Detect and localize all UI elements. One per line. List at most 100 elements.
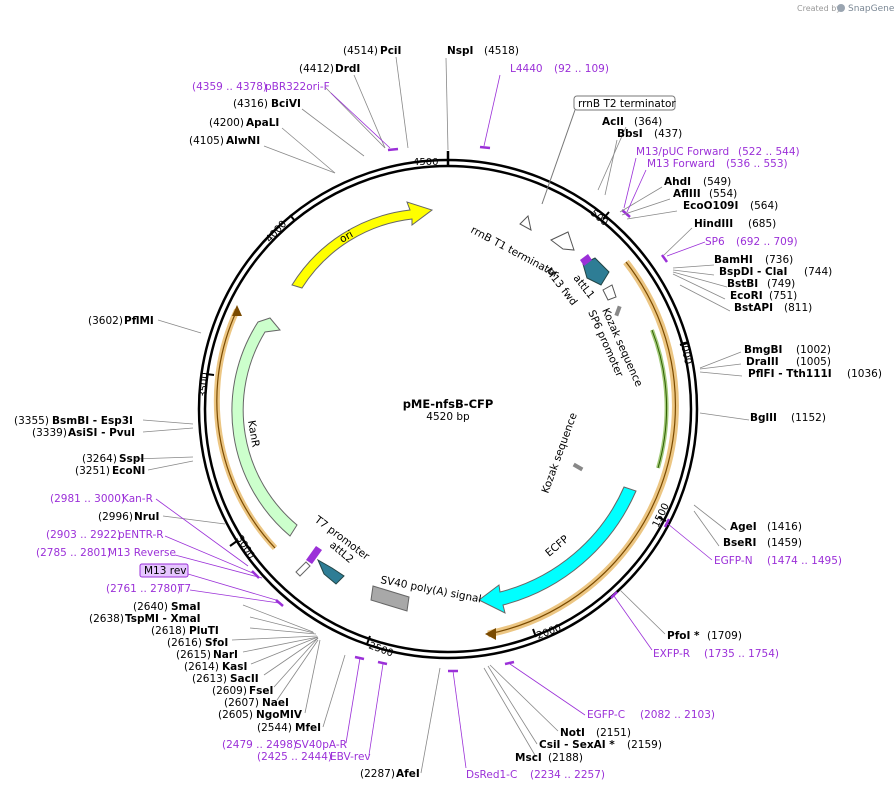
- primer-dsred1c[interactable]: DsRed1-C: [466, 769, 517, 781]
- enzyme-eco0109i[interactable]: EcoO109I: [683, 200, 738, 212]
- enzyme-noti[interactable]: NotI: [560, 727, 585, 739]
- enzyme-sacii-pos: (2613): [192, 673, 227, 685]
- enzyme-sspi-pos: (3264): [82, 453, 117, 465]
- enzyme-pluti-pos: (2618): [151, 625, 186, 637]
- enzyme-smai[interactable]: SmaI: [171, 601, 201, 613]
- tick-4000: 4000: [264, 219, 289, 245]
- position-ticks: [205, 151, 689, 645]
- enzyme-alwni[interactable]: AlwNI: [226, 135, 260, 147]
- enzyme-bsmbi[interactable]: BsmBI - Esp3I: [52, 415, 133, 427]
- kanr-orf-line: [216, 309, 276, 549]
- enzyme-agei[interactable]: AgeI: [730, 521, 757, 533]
- primer-m13puc[interactable]: M13/pUC Forward: [636, 146, 729, 158]
- enzyme-sfoi[interactable]: SfoI: [205, 637, 228, 649]
- primer-m13rev-highlight: [139, 563, 189, 578]
- enzyme-tspmi[interactable]: TspMI - XmaI: [125, 613, 201, 625]
- enzyme-bamhi-pos: (736): [765, 254, 793, 266]
- primer-kanr[interactable]: Kan-R: [122, 493, 153, 505]
- kanr-orf-arrow-icon: [232, 305, 242, 316]
- primer-m13reverse[interactable]: M13 Reverse: [108, 547, 176, 559]
- primer-egfpn[interactable]: EGFP-N: [714, 555, 753, 567]
- primer-pentrr[interactable]: pENTR-R: [118, 529, 164, 541]
- primer-exfpr-range: (1735 .. 1754): [704, 648, 779, 660]
- ecfp-feature[interactable]: [478, 486, 637, 614]
- enzyme-bamhi[interactable]: BamHI: [714, 254, 753, 266]
- enzyme-bbsi[interactable]: BbsI: [617, 128, 643, 140]
- primer-m13rev[interactable]: M13 rev: [144, 565, 187, 577]
- enzyme-apali-pos: (4200): [209, 117, 244, 129]
- enzyme-msci[interactable]: MscI: [515, 752, 542, 764]
- enzyme-csii[interactable]: CsiI - SexAI *: [539, 739, 615, 751]
- enzyme-mfei[interactable]: MfeI: [295, 722, 321, 734]
- sv40-polya-feature[interactable]: [370, 585, 410, 612]
- nfsb-orf-band: [487, 259, 679, 638]
- primer-egfpc[interactable]: EGFP-C: [587, 709, 625, 721]
- t7-promoter-arrow: [295, 561, 311, 577]
- enzyme-bstapi[interactable]: BstAPI: [734, 302, 773, 314]
- rrnb-t2-leader: [541, 109, 576, 205]
- enzyme-afliii[interactable]: AflIII: [673, 188, 701, 200]
- enzyme-bcivi[interactable]: BciVI: [271, 98, 301, 110]
- enzyme-fsei[interactable]: FseI: [249, 685, 273, 697]
- primer-pbr322ori-range: (4359 .. 4378): [192, 81, 267, 93]
- enzyme-ngomiv[interactable]: NgoMIV: [256, 709, 303, 721]
- enzyme-bcivi-pos: (4316): [233, 98, 268, 110]
- enzyme-ecori[interactable]: EcoRI: [730, 290, 763, 302]
- primer-sv40par-range: (2479 .. 2498): [222, 739, 297, 751]
- enzyme-pcii[interactable]: PciI: [380, 45, 401, 57]
- sp6-promoter-arrow: [602, 284, 617, 301]
- enzyme-econi[interactable]: EcoNI: [112, 465, 145, 477]
- enzyme-noti-pos: (2151): [596, 727, 631, 739]
- enzyme-apali[interactable]: ApaLI: [246, 117, 279, 129]
- enzyme-nari[interactable]: NarI: [213, 649, 238, 661]
- enzyme-pfoi[interactable]: PfoI *: [667, 630, 700, 642]
- tick-1000: 1000: [677, 338, 693, 365]
- enzyme-acli[interactable]: AclI: [602, 116, 624, 128]
- enzyme-naei[interactable]: NaeI: [262, 697, 289, 709]
- primer-m13fwd-range: (536 .. 553): [726, 158, 788, 170]
- primer-pbr322ori[interactable]: pBR322ori-F: [265, 81, 330, 93]
- enzyme-naei-pos: (2607): [224, 697, 259, 709]
- primer-ebvrev[interactable]: EBV-rev: [330, 751, 371, 763]
- enzyme-bglii[interactable]: BglII: [750, 412, 777, 424]
- enzyme-bstbi[interactable]: BstBI: [727, 278, 758, 290]
- primer-sv40par[interactable]: SV40pA-R: [295, 739, 347, 751]
- attl2-feature[interactable]: [316, 558, 345, 585]
- enzyme-sspi[interactable]: SspI: [119, 453, 144, 465]
- enzyme-afei[interactable]: AfeI: [396, 768, 420, 780]
- primer-exfpr[interactable]: EXFP-R: [653, 648, 690, 660]
- enzyme-hindiii[interactable]: HindIII: [694, 218, 733, 230]
- ecfp-label: ECFP: [543, 533, 571, 559]
- enzyme-kasi[interactable]: KasI: [222, 661, 247, 673]
- ori-feature[interactable]: [291, 201, 434, 289]
- kanr-feature[interactable]: [231, 317, 298, 537]
- enzyme-pluti[interactable]: PluTI: [189, 625, 219, 637]
- primer-ebvrev-range: (2425 .. 2444): [257, 751, 332, 763]
- enzyme-nrui-pos: (2996): [98, 511, 133, 523]
- nfsb-orf-line: [487, 261, 676, 635]
- enzyme-ahdi[interactable]: AhdI: [664, 176, 691, 188]
- enzyme-nrui[interactable]: NruI: [134, 511, 159, 523]
- enzyme-drdi[interactable]: DrdI: [335, 63, 360, 75]
- enzyme-beri[interactable]: BseRI: [723, 537, 756, 549]
- enzyme-pflfi[interactable]: PflFI - Tth111I: [748, 368, 832, 380]
- rrnb-t2-label: rrnB T2 terminator: [578, 98, 676, 110]
- enzyme-nspi[interactable]: NspI: [447, 45, 473, 57]
- primer-l4440[interactable]: L4440: [510, 63, 543, 75]
- enzyme-pcii-pos: (4514): [343, 45, 378, 57]
- enzyme-draiii-pos: (1005): [796, 356, 831, 368]
- primer-sp6[interactable]: SP6: [705, 236, 725, 248]
- enzyme-draiii[interactable]: DraIII: [746, 356, 779, 368]
- attl1-feature[interactable]: [582, 257, 610, 286]
- enzyme-bmgbi[interactable]: BmgBI: [744, 344, 782, 356]
- primer-m13fwd[interactable]: M13 Forward: [647, 158, 715, 170]
- enzyme-sacii[interactable]: SacII: [230, 673, 259, 685]
- enzyme-pflmi[interactable]: PflMI: [124, 315, 154, 327]
- enzyme-asisi[interactable]: AsiSI - PvuI: [68, 427, 135, 439]
- rrnb-t1-feature[interactable]: [550, 231, 575, 251]
- tick-4500: 4500: [413, 157, 438, 168]
- primer-t7[interactable]: T7: [177, 583, 191, 595]
- enzyme-csii-pos: (2159): [627, 739, 662, 751]
- enzyme-bspdi[interactable]: BspDI - ClaI: [719, 266, 787, 278]
